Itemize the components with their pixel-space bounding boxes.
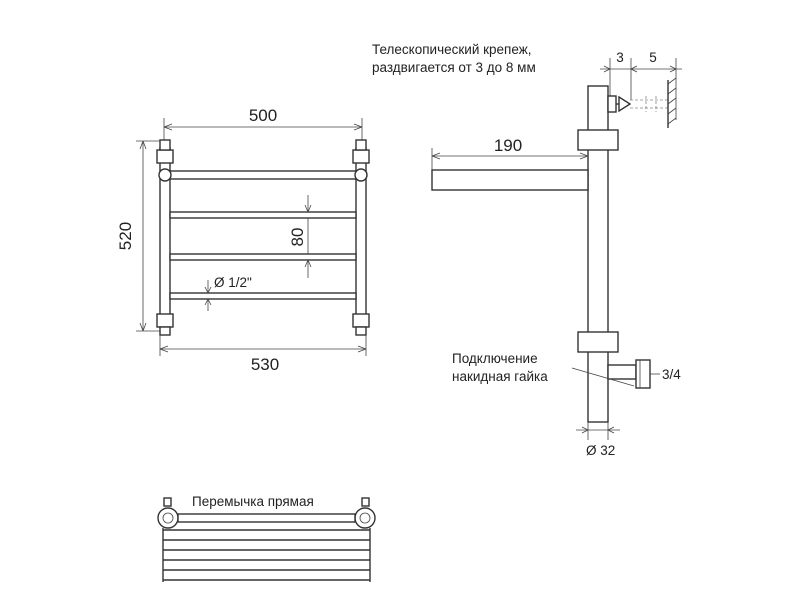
right-bottom-fitting: [352, 313, 370, 328]
dimension-width-top: 500: [163, 106, 363, 148]
right-bottom-cap: [355, 326, 367, 336]
dim-3-label: 3: [616, 50, 624, 65]
lower-clamp: [577, 331, 619, 353]
tube-diameter-label: Ø 32: [586, 443, 615, 458]
height-label: 520: [116, 222, 135, 250]
side-view: Телескопический крепеж, раздвигается от …: [372, 42, 682, 458]
dimension-width-bottom: 530: [159, 335, 367, 374]
dimension-bar-spacing: 80: [288, 195, 312, 278]
pipe-diameter-label: Ø 1/2": [214, 275, 252, 290]
dimension-depth: 190: [431, 136, 589, 190]
dimension-mount-offsets: 3 5: [600, 50, 682, 120]
depth-label: 190: [494, 136, 522, 155]
dimension-pipe-diameter: Ø 1/2": [204, 275, 252, 311]
left-top-cap: [159, 139, 171, 151]
top-crossbar: [167, 170, 359, 180]
thread-label: 3/4: [662, 367, 681, 382]
width-bottom-label: 530: [251, 355, 279, 374]
connection-leader: [571, 367, 635, 387]
crossbar-4: [169, 292, 357, 300]
top-view: Перемычка прямая: [157, 494, 376, 582]
right-top-fitting: [352, 149, 370, 164]
left-bottom-cap: [159, 326, 171, 336]
left-ball-end: [158, 168, 172, 182]
mount-note-line2: раздвигается от 3 до 8 мм: [372, 60, 536, 75]
right-top-view-ball: [354, 507, 376, 529]
telescopic-bracket-top: [607, 77, 677, 128]
right-ball-end: [354, 168, 368, 182]
crossbar-2: [169, 211, 357, 219]
right-top-view-cap: [361, 497, 370, 507]
crossbar-3: [169, 253, 357, 261]
left-top-view-cap: [163, 497, 172, 507]
horizontal-arm: [431, 169, 589, 191]
upper-clamp: [577, 129, 619, 151]
connection-label-line1: Подключение: [452, 351, 538, 366]
mount-note-line1: Телескопический крепеж,: [372, 42, 532, 57]
dim-5-label: 5: [649, 50, 657, 65]
right-top-cap: [355, 139, 367, 151]
connection-label-line2: накидная гайка: [452, 369, 548, 384]
connection-nut: 3/4: [607, 359, 681, 389]
left-top-view-ball: [157, 507, 179, 529]
straight-jumper-bar: [177, 513, 356, 523]
bar-spacing-label: 80: [288, 228, 307, 247]
left-bottom-fitting: [156, 313, 174, 328]
width-top-label: 500: [249, 106, 277, 125]
top-view-caption: Перемычка прямая: [192, 494, 314, 509]
left-top-fitting: [156, 149, 174, 164]
dimension-height: 520: [116, 140, 160, 332]
dimension-tube-diameter: Ø 32: [576, 422, 620, 458]
front-view: 500 520: [116, 106, 370, 374]
